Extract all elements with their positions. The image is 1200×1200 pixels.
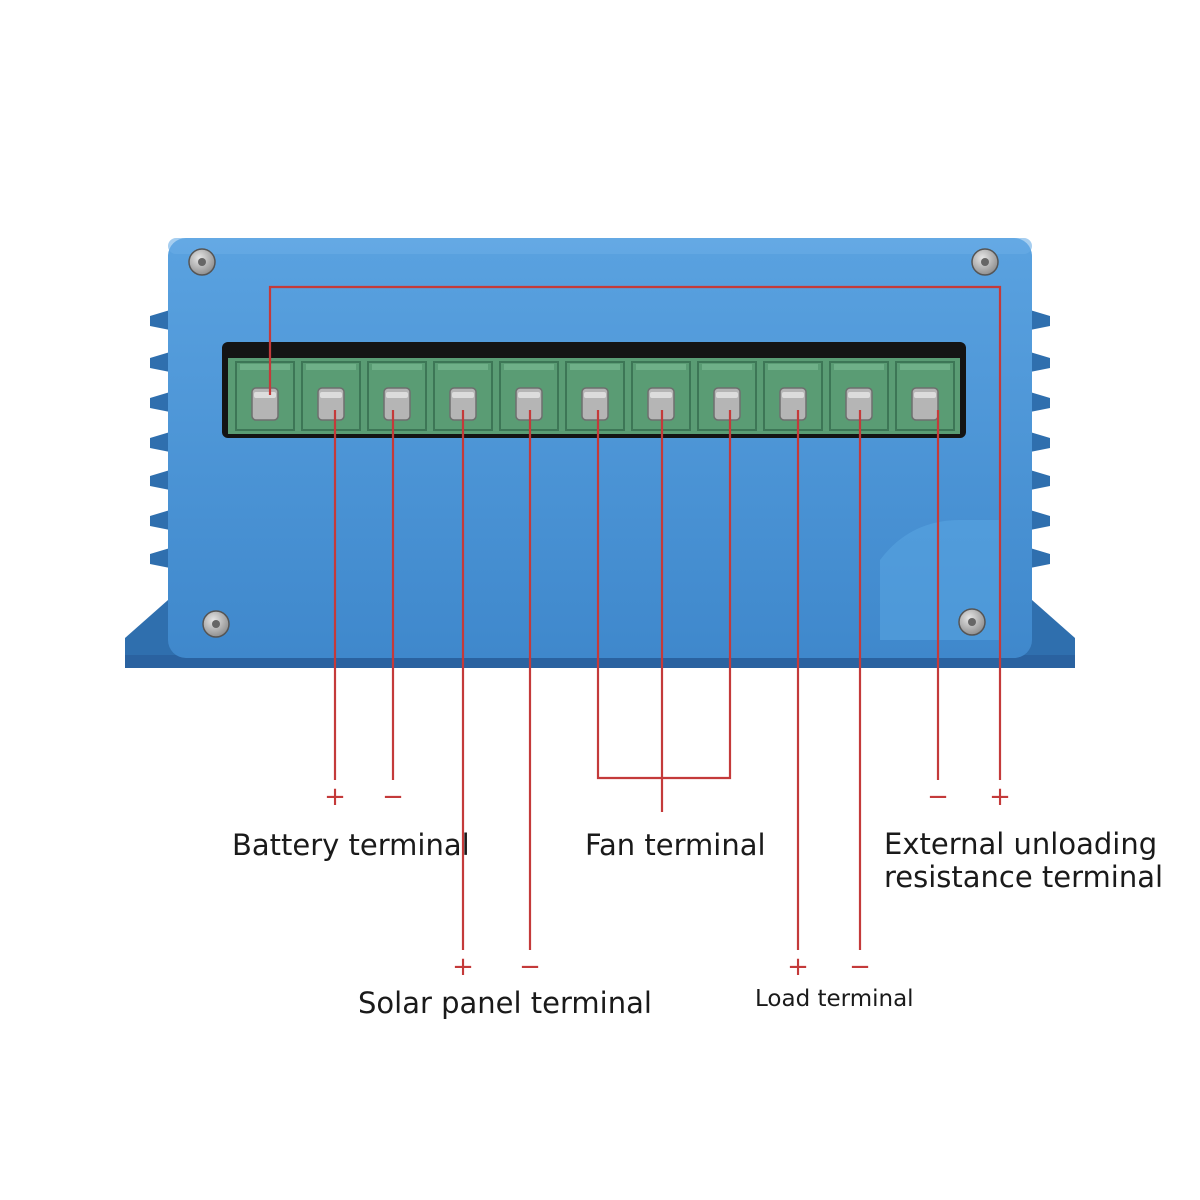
wire-fan-loop — [596, 410, 732, 780]
fin-right-6 — [1030, 510, 1050, 530]
fan-terminal-label: Fan terminal — [585, 828, 766, 862]
terminal-4 — [433, 361, 493, 431]
solar-negative-sign: − — [519, 952, 541, 982]
screw-terminal-icon — [383, 387, 411, 421]
terminal-2 — [301, 361, 361, 431]
load-terminal-label: Load terminal — [755, 986, 914, 1012]
fin-right-2 — [1030, 352, 1050, 372]
fin-left-5 — [150, 470, 170, 490]
external-label-line-1: External unloading — [884, 827, 1158, 861]
load-positive-sign: + — [787, 952, 809, 982]
screw-terminal-icon — [581, 387, 609, 421]
screw-terminal-icon — [911, 387, 939, 421]
heatsink-fins-left — [150, 310, 170, 568]
fin-right-3 — [1030, 392, 1050, 412]
fin-right-7 — [1030, 548, 1050, 568]
screw-terminal-icon — [317, 387, 345, 421]
external-positive-sign: + — [989, 782, 1011, 812]
fin-right-5 — [1030, 470, 1050, 490]
terminal-1 — [235, 361, 295, 431]
screw-terminal-icon — [779, 387, 807, 421]
terminal-6 — [565, 361, 625, 431]
screw-terminal-icon — [251, 387, 279, 421]
screw-terminal-icon — [449, 387, 477, 421]
housing-highlight — [168, 238, 1032, 254]
fin-right-4 — [1030, 432, 1050, 452]
external-label-line-2: resistance terminal — [884, 860, 1164, 894]
solar-panel-terminal-label: Solar panel terminal — [358, 986, 652, 1020]
load-negative-sign: − — [849, 952, 871, 982]
connection-wires — [268, 285, 1002, 950]
battery-positive-sign: + — [324, 782, 346, 812]
corner-screw-top-right — [971, 248, 999, 276]
fin-left-7 — [150, 548, 170, 568]
fin-left-2 — [150, 352, 170, 372]
terminal-8 — [697, 361, 757, 431]
terminal-11 — [895, 361, 955, 431]
screw-terminal-icon — [515, 387, 543, 421]
terminal-9 — [763, 361, 823, 431]
fin-left-4 — [150, 432, 170, 452]
corner-screw-top-left — [188, 248, 216, 276]
solar-positive-sign: + — [452, 952, 474, 982]
battery-terminal-label: Battery terminal — [232, 828, 470, 862]
battery-negative-sign: − — [382, 782, 404, 812]
fin-right-1 — [1030, 310, 1050, 330]
terminal-10 — [829, 361, 889, 431]
wire-external-positive — [268, 285, 1002, 780]
flange-edge — [125, 655, 1075, 668]
fin-left-6 — [150, 510, 170, 530]
corner-screw-bottom-left — [202, 610, 230, 638]
heatsink-fins-right — [1030, 310, 1050, 568]
external-unloading-resistance-label: External unloading resistance terminal — [884, 828, 1163, 894]
corner-screw-bottom-right — [958, 608, 986, 636]
screw-terminal-icon — [647, 387, 675, 421]
fin-left-1 — [150, 310, 170, 330]
terminal-3 — [367, 361, 427, 431]
fin-left-3 — [150, 392, 170, 412]
terminal-cells — [235, 361, 955, 431]
external-negative-sign: − — [927, 782, 949, 812]
screw-terminal-icon — [713, 387, 741, 421]
